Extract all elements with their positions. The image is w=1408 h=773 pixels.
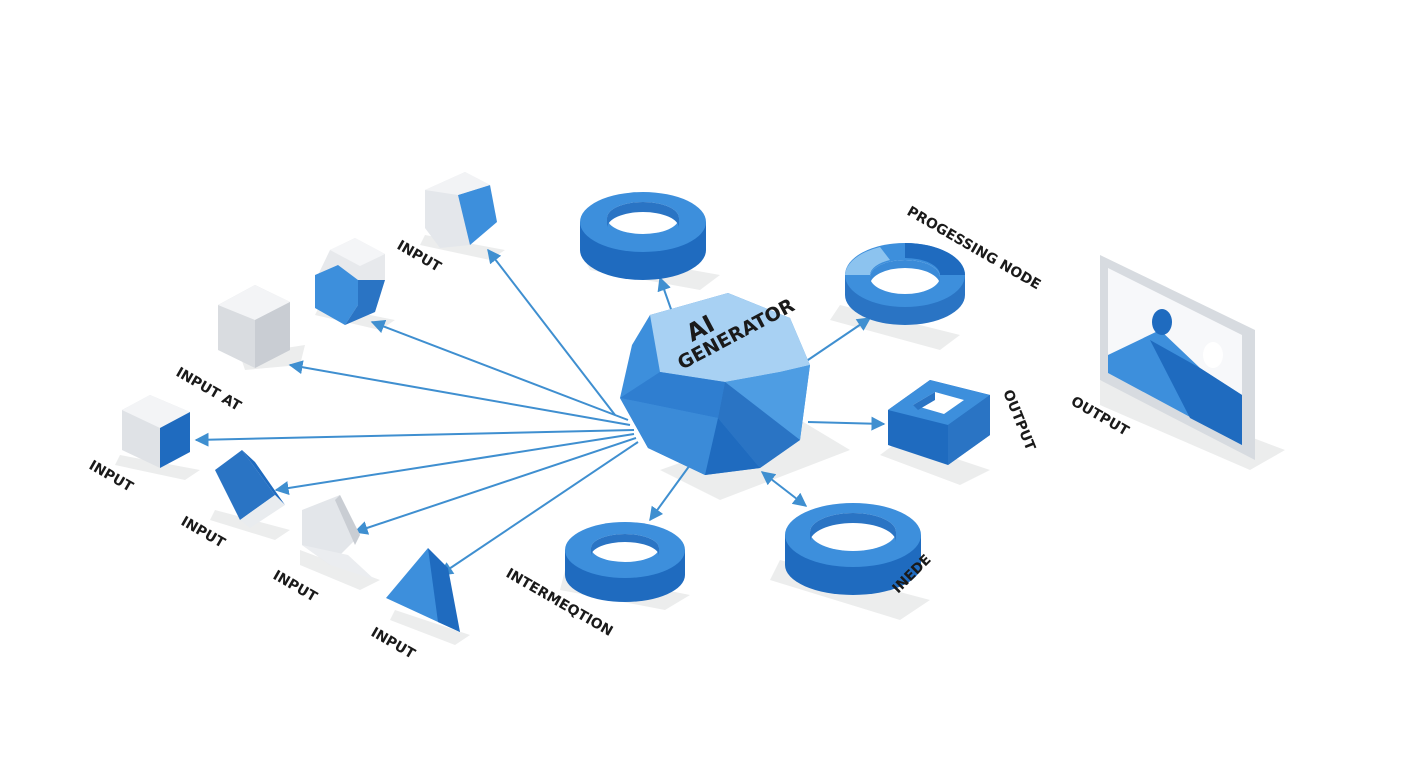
connector-arrows: [194, 248, 886, 576]
input-shape-cube-at[interactable]: [218, 285, 290, 368]
ring-top-node[interactable]: [580, 192, 706, 280]
arrow-to-input-bottom: [438, 441, 639, 576]
arrow-to-input-low: [353, 437, 637, 535]
input-shape-top[interactable]: [425, 172, 497, 248]
output-screen[interactable]: [1100, 255, 1255, 460]
arrow-to-inede: [760, 471, 808, 507]
input-shape-wedge[interactable]: [302, 495, 375, 580]
arrow-to-processing-node: [804, 317, 872, 363]
ai-generator-core[interactable]: AI GENERATOR: [620, 293, 810, 475]
arrow-to-input-cube2: [370, 319, 629, 421]
output-node[interactable]: [888, 380, 990, 465]
arrow-to-input-at: [288, 360, 631, 426]
arrow-to-input-top: [487, 248, 616, 416]
arrow-to-input-mid: [274, 433, 635, 495]
label-output-node: OUTPUT: [999, 388, 1038, 454]
arrow-to-intermediate: [649, 464, 691, 522]
input-shape-triangle[interactable]: [386, 548, 460, 632]
intermediate-node[interactable]: [565, 522, 685, 602]
input-shape-notched[interactable]: [315, 238, 385, 325]
input-shape-slab[interactable]: [215, 450, 285, 528]
input-shape-cube-left[interactable]: [122, 395, 190, 468]
processing-node[interactable]: [845, 243, 965, 325]
label-input-at: INPUT AT: [173, 365, 244, 415]
arrow-to-input-left: [194, 429, 635, 447]
inede-node[interactable]: [785, 503, 921, 595]
arrow-to-output-node: [807, 416, 886, 431]
label-input-bottom: INPUT: [368, 625, 418, 663]
arrow-to-ring-top: [657, 276, 673, 313]
label-input-low: INPUT: [270, 568, 320, 606]
